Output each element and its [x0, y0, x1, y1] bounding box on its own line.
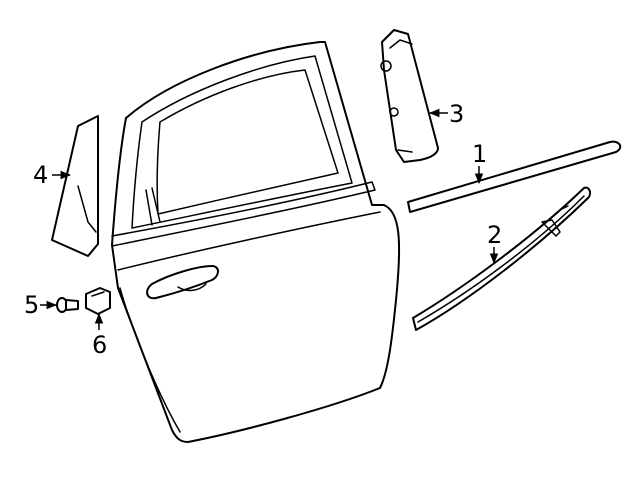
callout-3: 3 — [449, 100, 464, 128]
part-4-pillar-applique — [51, 115, 99, 257]
part-3-pillar-applique — [380, 29, 439, 163]
part-6-clip — [85, 287, 111, 315]
callout-4: 4 — [33, 161, 48, 189]
rear-door — [111, 41, 401, 443]
callout-1: 1 — [472, 140, 487, 168]
callout-2: 2 — [487, 221, 502, 249]
part-1-belt-molding — [407, 140, 622, 213]
callout-5: 5 — [24, 291, 39, 319]
callout-6: 6 — [92, 331, 107, 359]
part-2-weatherstrip — [412, 186, 592, 331]
part-5-screw — [56, 297, 79, 313]
